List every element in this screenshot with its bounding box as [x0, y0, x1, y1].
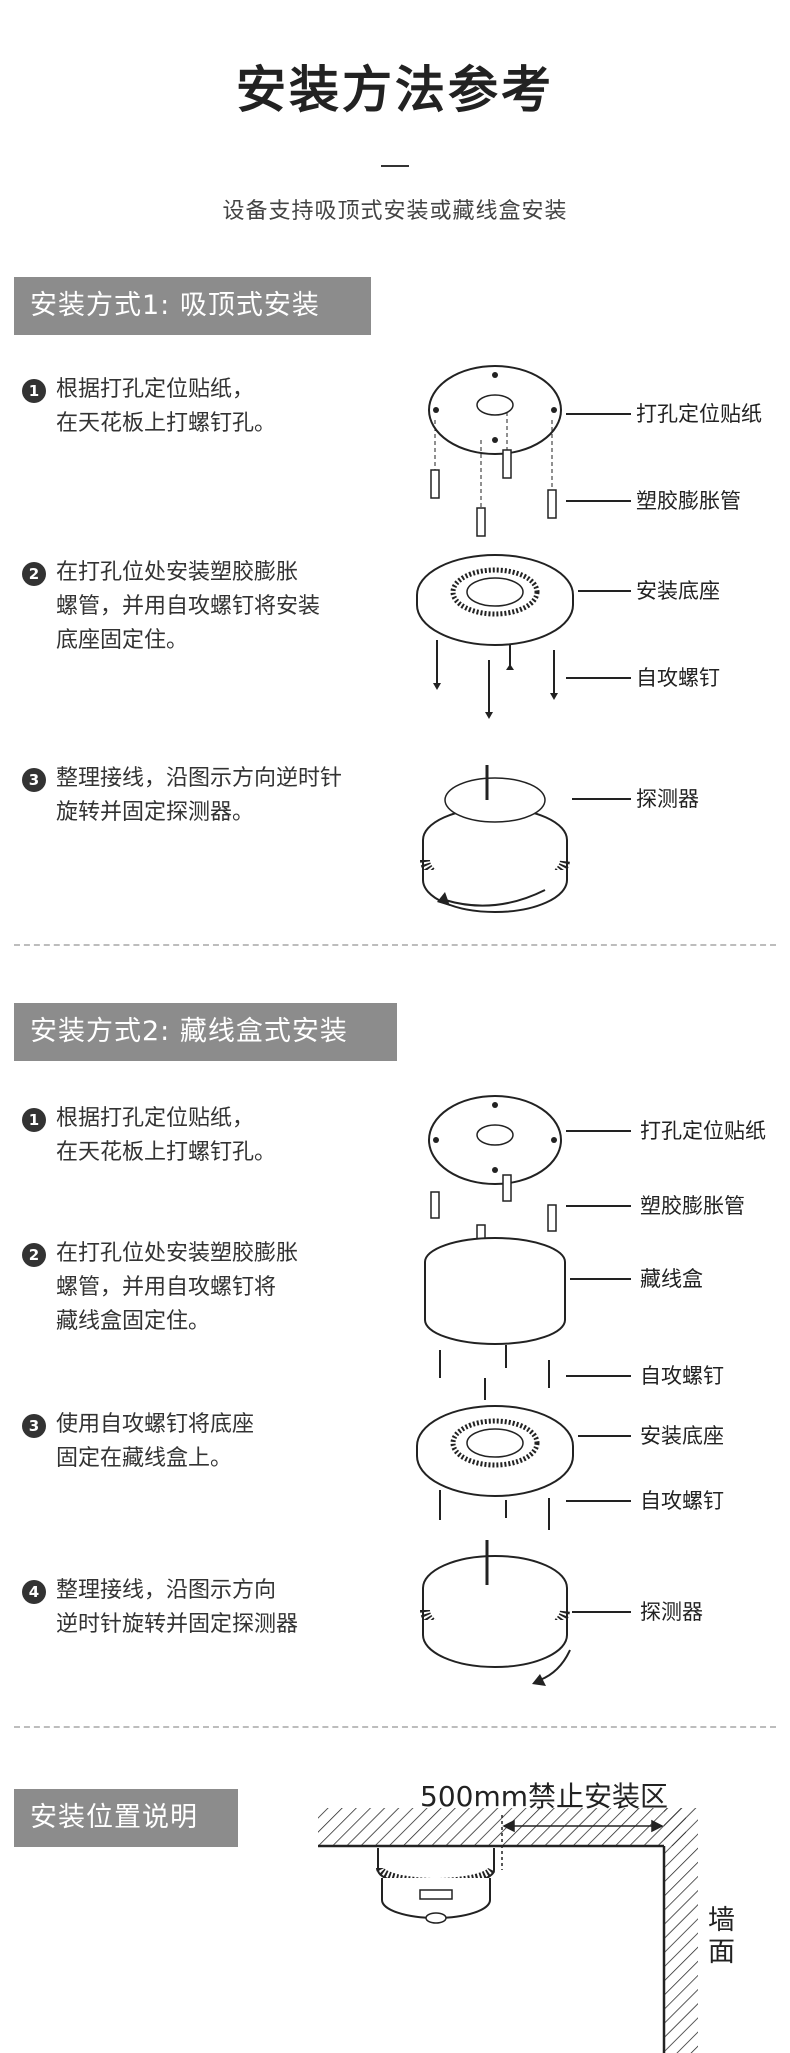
step-text: 在打孔位处安装塑胶膨胀 螺管，并用自攻螺钉将安装 底座固定住。 [56, 560, 321, 653]
label-screws: 自攻螺钉 [640, 1489, 724, 1513]
step-text: 整理接线，沿图示方向逆时针 旋转并固定探测器。 [56, 766, 343, 825]
step-text: 在打孔位处安装塑胶膨胀 螺管，并用自攻螺钉将 藏线盒固定住。 [56, 1241, 299, 1334]
leader-line [566, 1130, 631, 1132]
label-mounting-base: 安装底座 [636, 579, 720, 603]
step-number-badge: 3 [22, 1414, 46, 1438]
step-number-badge: 2 [22, 562, 46, 586]
method1-step-2: 2 在打孔位处安装塑胶膨胀 螺管，并用自攻螺钉将安装 底座固定住。 [22, 556, 320, 658]
label-screws: 自攻螺钉 [640, 1364, 724, 1388]
page-subtitle: 设备支持吸顶式安装或藏线盒安装 [222, 199, 568, 224]
detector-2 [420, 1540, 571, 1686]
step-number-badge: 4 [22, 1580, 46, 1604]
method2-step-1: 1 根据打孔定位贴纸， 在天花板上打螺钉孔。 [22, 1102, 276, 1170]
leader-line [572, 798, 631, 800]
leader-line [578, 590, 631, 592]
label-mounting-base: 安装底座 [640, 1424, 724, 1448]
leader-line [566, 500, 631, 502]
page-title: 安装方法参考 [236, 61, 554, 119]
section-divider [14, 1726, 776, 1728]
detector-1 [420, 765, 570, 913]
leader-line [566, 1375, 631, 1377]
label-junction-box: 藏线盒 [640, 1267, 703, 1291]
leader-line [572, 1611, 631, 1613]
label-detector: 探测器 [640, 1600, 703, 1624]
self-tapping-screws-1 [436, 640, 555, 712]
section-tag-position: 安装位置说明 [14, 1789, 238, 1847]
method1-step-1: 1 根据打孔定位贴纸， 在天花板上打螺钉孔。 [22, 373, 276, 441]
mounting-base-1 [416, 554, 574, 646]
step-number-badge: 3 [22, 768, 46, 792]
method1-step-3: 3 整理接线，沿图示方向逆时针 旋转并固定探测器。 [22, 762, 342, 830]
step-number-badge: 1 [22, 379, 46, 403]
self-tapping-screws-3 [439, 1490, 550, 1530]
drill-sticker-disc-1 [428, 365, 562, 455]
method2-step-2: 2 在打孔位处安装塑胶膨胀 螺管，并用自攻螺钉将 藏线盒固定住。 [22, 1237, 298, 1339]
self-tapping-screws-2 [439, 1345, 550, 1400]
section-tag-method1: 安装方式1: 吸顶式安装 [14, 277, 371, 335]
mounting-base-2 [416, 1405, 574, 1497]
wall-hatch [662, 1808, 698, 2053]
step-text: 使用自攻螺钉将底座 固定在藏线盒上。 [56, 1412, 255, 1471]
leader-line [566, 1500, 631, 1502]
wall-label: 墙面 [708, 1905, 735, 1968]
method2-step-3: 3 使用自攻螺钉将底座 固定在藏线盒上。 [22, 1408, 254, 1476]
leader-line [566, 413, 631, 415]
label-plastic-anchor: 塑胶膨胀管 [640, 1194, 745, 1218]
drill-sticker-disc-2 [428, 1095, 562, 1185]
section-divider [14, 944, 776, 946]
label-detector: 探测器 [636, 787, 699, 811]
step-text: 根据打孔定位贴纸， 在天花板上打螺钉孔。 [56, 1106, 277, 1165]
leader-line [578, 1435, 631, 1437]
title-divider [381, 165, 409, 167]
label-drill-sticker: 打孔定位贴纸 [636, 402, 762, 426]
no-install-zone-dimension [501, 1815, 664, 1870]
label-screws: 自攻螺钉 [636, 666, 720, 690]
junction-box [424, 1237, 566, 1345]
label-drill-sticker: 打孔定位贴纸 [640, 1119, 766, 1143]
method2-step-4: 4 整理接线，沿图示方向 逆时针旋转并固定探测器 [22, 1574, 298, 1642]
no-install-zone-label: 500mm禁止安装区 [420, 1780, 668, 1813]
leader-line [566, 1205, 631, 1207]
step-text: 根据打孔定位贴纸， 在天花板上打螺钉孔。 [56, 377, 277, 436]
leader-line [570, 1278, 631, 1280]
plastic-anchors-1 [430, 449, 557, 537]
step-number-badge: 2 [22, 1243, 46, 1267]
label-plastic-anchor: 塑胶膨胀管 [636, 489, 741, 513]
step-number-badge: 1 [22, 1108, 46, 1132]
step-text: 整理接线，沿图示方向 逆时针旋转并固定探测器 [56, 1578, 299, 1637]
ceiling-mounted-detector [376, 1848, 496, 1924]
section-tag-method2: 安装方式2: 藏线盒式安装 [14, 1003, 397, 1061]
leader-line [566, 677, 631, 679]
